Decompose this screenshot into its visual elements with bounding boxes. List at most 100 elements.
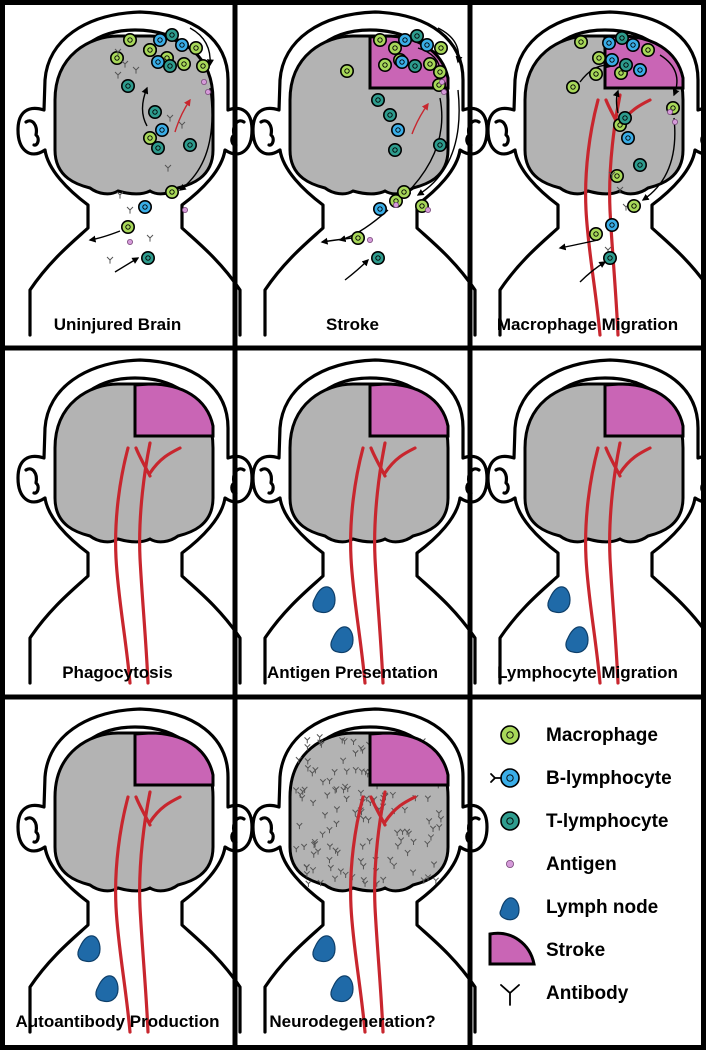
- macrophage-cell: [574, 34, 589, 49]
- antibody-mark: [317, 739, 324, 746]
- lymph-node-icon: [499, 897, 520, 921]
- macrophage-cell: [121, 219, 136, 234]
- b-lymphocyte-cell: [155, 122, 170, 137]
- t-lymphocyte-cell: [383, 107, 398, 122]
- antibody-mark: [424, 795, 431, 802]
- antibody-mark: [324, 792, 331, 799]
- antibody-mark: [304, 737, 311, 744]
- flow-arrow: [178, 87, 213, 191]
- antibody-mark: [341, 783, 349, 790]
- antibody-mark: [410, 838, 417, 846]
- antibody-mark: [300, 843, 308, 851]
- b-lymphocyte-cell: [621, 131, 636, 146]
- antibody-mark: [332, 847, 339, 854]
- stroke-lesion: [133, 382, 215, 438]
- flow-arrow: [344, 259, 369, 281]
- b-lymphocyte-cell: [420, 37, 435, 52]
- macrophage-cell: [177, 56, 192, 71]
- antibody-mark: [333, 820, 340, 827]
- antibody-mark: [399, 828, 406, 835]
- antibody-mark: [390, 862, 398, 869]
- t-lymphocyte-cell: [148, 104, 163, 119]
- antibody-mark: [295, 756, 302, 764]
- macrophage-cell: [123, 32, 138, 47]
- legend-label: Antibody: [546, 983, 629, 1004]
- legend-item-antibody: Antibody: [500, 983, 629, 1006]
- t-lymphocyte-cell: [141, 250, 156, 265]
- legend: MacrophageB-lymphocyteT-lymphocyteAntige…: [488, 725, 672, 1006]
- macrophage-cell: [641, 42, 656, 57]
- b-lymphocyte-cell: [151, 54, 166, 69]
- antibody-mark: [327, 864, 334, 872]
- antibody-mark: [343, 768, 350, 775]
- b-lymphocyte-cell: [602, 35, 617, 50]
- antibody-mark: [357, 745, 365, 752]
- antigen-dot: [392, 201, 399, 208]
- flow-arrow: [659, 54, 680, 97]
- t-lymphocyte-cell: [433, 137, 448, 152]
- panel-caption: Phagocytosis: [62, 663, 173, 682]
- antibody-mark: [401, 806, 408, 814]
- macrophage-cell: [566, 80, 581, 95]
- antibody-mark: [366, 837, 373, 845]
- macrophage-cell: [196, 58, 211, 73]
- antibody-mark: [424, 840, 431, 848]
- panel-caption: Autoantibody Production: [16, 1012, 220, 1031]
- macrophage-cell: [434, 40, 449, 55]
- antibody-mark: [178, 121, 186, 129]
- legend-label: Antigen: [546, 854, 617, 875]
- flow-arrow: [88, 230, 121, 243]
- macrophage-cell: [592, 50, 607, 65]
- antibody-mark: [304, 758, 311, 765]
- blood-vessels: [114, 790, 182, 1034]
- antibody-mark: [292, 787, 300, 794]
- b-lymphocyte-cell: [138, 199, 153, 214]
- antibody-mark: [303, 870, 311, 878]
- antibody-mark: [309, 770, 316, 777]
- antibody-mark: [352, 809, 359, 816]
- antibody-mark: [314, 848, 322, 855]
- antibody-mark: [126, 206, 134, 214]
- t-lymphocyte-cell: [183, 137, 198, 152]
- antibody-mark: [317, 879, 324, 887]
- macrophage-icon: [500, 725, 520, 745]
- antibody-mark: [331, 875, 339, 882]
- stroke-lesion: [368, 731, 450, 787]
- antibody-mark: [331, 768, 338, 776]
- antibody-mark: [312, 767, 319, 774]
- antibody-mark: [608, 171, 616, 179]
- antibody-mark: [387, 856, 394, 864]
- t-lymphocyte-icon: [500, 811, 520, 831]
- legend-item-lymph-node: Lymph node: [499, 897, 658, 921]
- legend-label: T-lymphocyte: [546, 811, 668, 832]
- b-lymphocyte-cell: [153, 32, 168, 47]
- legend-item-t-lymphocyte: T-lymphocyte: [500, 811, 668, 832]
- antibody-mark: [394, 843, 401, 850]
- blood-vessels: [114, 441, 182, 685]
- b-lymphocyte-cell: [398, 32, 413, 47]
- t-lymphocyte-cell: [371, 92, 386, 107]
- stroke-lesion: [603, 382, 685, 438]
- antibody-mark: [420, 877, 427, 884]
- legend-item-b-lymphocyte: B-lymphocyte: [490, 768, 672, 789]
- antibody-mark: [389, 791, 396, 799]
- flow-arrow: [558, 239, 599, 251]
- antigen-dot: [440, 89, 447, 96]
- flow-arrow: [320, 237, 353, 245]
- antibody-mark: [380, 876, 387, 884]
- antigen-dot: [204, 89, 211, 96]
- antibody-mark: [326, 826, 333, 834]
- panel-caption: Stroke: [326, 315, 379, 334]
- blood-vessels: [584, 441, 652, 685]
- macrophage-cell: [340, 63, 355, 78]
- legend-label: Stroke: [546, 940, 605, 961]
- lymph-nodes: [547, 586, 589, 654]
- flow-arrow: [641, 117, 676, 201]
- antibody-mark: [430, 861, 438, 868]
- macrophage-cell: [589, 66, 604, 81]
- antibody-mark: [426, 818, 433, 825]
- antibody-mark: [360, 862, 367, 870]
- antibody-mark: [114, 71, 122, 79]
- antigen-dot: [438, 79, 445, 86]
- antibody-icon: [500, 984, 520, 1006]
